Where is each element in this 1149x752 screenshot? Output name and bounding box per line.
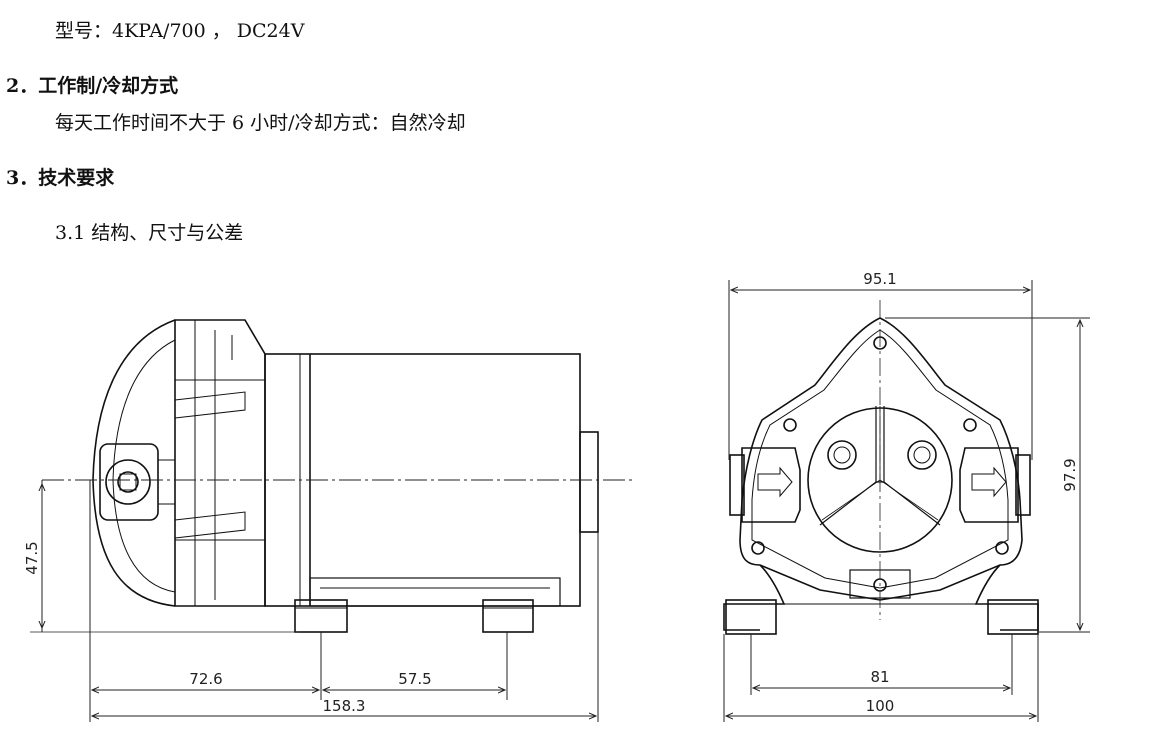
dim-97-9: 97.9 xyxy=(1061,458,1079,491)
dim-95-1: 95.1 xyxy=(863,270,896,288)
dim-158-3: 158.3 xyxy=(323,697,366,715)
section-2-heading: 2．工作制/冷却方式 xyxy=(6,75,179,97)
side-view-dimensions xyxy=(30,480,599,722)
section-3-heading: 3．技术要求 xyxy=(6,167,115,189)
dim-57-5: 57.5 xyxy=(398,670,431,688)
dim-81: 81 xyxy=(870,668,889,686)
section-3-1-heading: 3.1 结构、尺寸与公差 xyxy=(55,222,244,244)
dim-72-6: 72.6 xyxy=(189,670,222,688)
front-view-pump xyxy=(723,317,1039,635)
front-view-dimensions xyxy=(723,280,1090,722)
model-line: 型号：4KPA/700 ， DC24V xyxy=(55,20,305,42)
side-view-pump xyxy=(92,319,599,633)
section-2-body: 每天工作时间不大于 6 小时/冷却方式：自然冷却 xyxy=(55,112,466,134)
dim-47-5: 47.5 xyxy=(23,541,41,574)
dim-100: 100 xyxy=(866,697,895,715)
